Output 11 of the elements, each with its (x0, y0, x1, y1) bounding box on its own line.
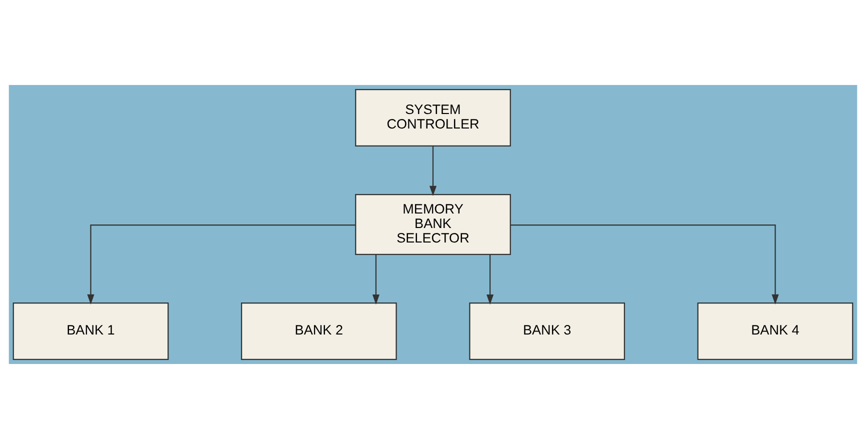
node-box: MEMORY BANK SELECTOR (355, 194, 511, 254)
arrow (429, 146, 437, 196)
node-box: BANK 4 (697, 302, 854, 360)
arrow (510, 224, 779, 304)
node-box: SYSTEM CONTROLLER (355, 88, 511, 146)
node-box: BANK 2 (240, 302, 397, 360)
node-box: BANK 3 (469, 302, 626, 360)
arrow (87, 224, 356, 304)
arrow (486, 254, 494, 304)
node-box: BANK 1 (12, 302, 169, 360)
arrow (372, 254, 380, 304)
